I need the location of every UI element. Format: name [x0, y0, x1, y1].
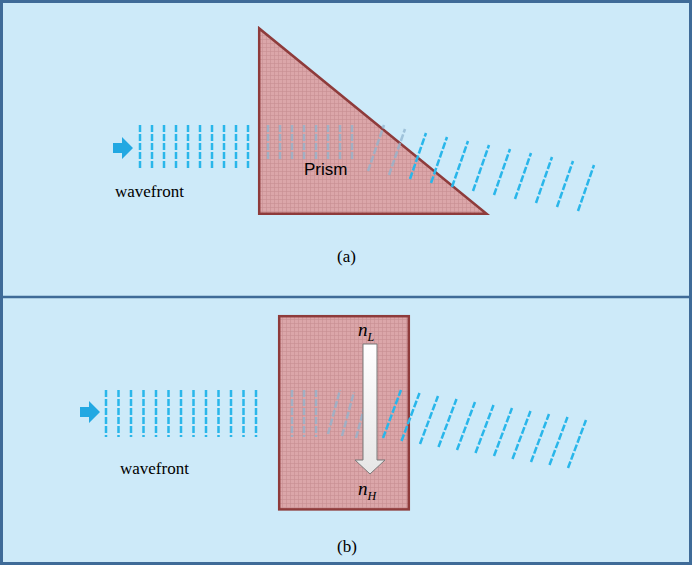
wavefront-line — [402, 393, 420, 441]
prism-shape: Prism — [258, 27, 488, 215]
wavefront-line — [578, 165, 594, 211]
wavefront-line — [351, 125, 354, 159]
wavefront-line — [420, 396, 438, 444]
panel-label: (b) — [337, 537, 357, 557]
wavefront-line — [230, 390, 233, 437]
shape-outline — [258, 27, 488, 215]
wavefront-line — [473, 145, 489, 191]
wavefront-line — [163, 125, 166, 170]
wavefront-line — [531, 414, 549, 462]
wavefront-line — [557, 161, 573, 207]
wavefront-line — [550, 417, 568, 465]
wavefront-line — [536, 157, 552, 203]
wavefront-line — [410, 133, 426, 179]
wavefront-line — [315, 390, 318, 437]
wavefront-line — [192, 390, 195, 437]
wavefront-line — [139, 125, 142, 170]
direction-arrow — [113, 137, 133, 159]
wavefront-line — [117, 390, 120, 437]
wavefront-line — [513, 411, 531, 459]
prism-outline — [259, 29, 486, 214]
index-label: nL — [358, 318, 374, 346]
wavefront-line — [199, 125, 202, 170]
wavefront-line — [142, 390, 145, 437]
wavefront-line — [279, 125, 282, 159]
wavefront-line — [291, 390, 294, 437]
wavefront-line — [167, 390, 170, 437]
prism-label: Prism — [304, 160, 347, 180]
index-label: nH — [358, 477, 376, 505]
wavefront-line — [389, 129, 405, 175]
wavefront-line — [187, 125, 190, 170]
wavefront-line — [211, 125, 214, 170]
wavefront-line — [315, 125, 318, 159]
wavefront-line — [356, 394, 368, 438]
wavefront-line — [457, 402, 475, 450]
wavefront-line — [291, 125, 294, 159]
wavefront-line — [328, 390, 340, 434]
wavefront-line — [431, 137, 447, 183]
wavefront-label: wavefront — [115, 182, 184, 202]
wavefront-line — [452, 141, 468, 187]
wavefront-line — [439, 399, 457, 447]
wavefront-line — [155, 390, 158, 437]
wavefront-line — [267, 125, 270, 159]
wavefront-line — [130, 390, 133, 437]
slab-outline — [279, 316, 409, 509]
wavefront-line — [494, 149, 510, 195]
wavefront-line — [235, 125, 238, 170]
wavefront-line — [383, 390, 401, 438]
wavefront-line — [342, 392, 354, 436]
wavefront-line — [515, 153, 531, 199]
panel-divider — [2, 296, 691, 299]
gradient-slab: nL nH — [278, 315, 410, 511]
wavefront-line — [205, 390, 208, 437]
wavefront-line — [476, 405, 494, 453]
wavefront-line — [494, 408, 512, 456]
wavefront-line — [242, 390, 245, 437]
wavefront-line — [217, 390, 220, 437]
panel-label: (a) — [337, 247, 356, 267]
wavefront-line — [223, 125, 226, 170]
wavefront-line — [255, 390, 258, 437]
wavefront-label: wavefront — [120, 459, 189, 479]
wavefront-line — [151, 125, 154, 170]
wavefront-line — [175, 125, 178, 170]
index-gradient-arrow — [355, 344, 385, 474]
wavefront-line — [303, 125, 306, 159]
wavefront-line — [368, 125, 384, 171]
wavefront-line — [327, 125, 330, 159]
wavefront-line — [339, 125, 342, 159]
shape-outline — [278, 315, 410, 511]
direction-arrow — [80, 401, 100, 423]
wavefront-line — [303, 390, 306, 437]
wavefront-line — [105, 390, 108, 437]
wavefront-line — [247, 125, 250, 170]
wavefront-line — [180, 390, 183, 437]
wavefront-line — [568, 420, 586, 468]
